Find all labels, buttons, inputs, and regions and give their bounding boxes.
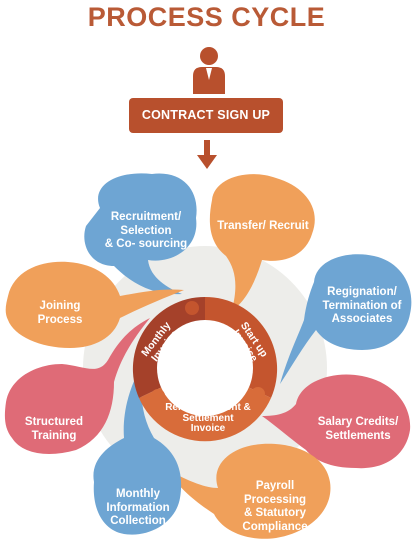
- cycle-graphic: [4, 173, 412, 539]
- page-title: PROCESS CYCLE: [87, 2, 326, 32]
- puzzle-center: [157, 320, 253, 416]
- stage-label-salary: Salary Credits/ Settlements: [317, 416, 399, 442]
- process-cycle-diagram: Recruitment/ Selection & Co- sourcing Tr…: [0, 170, 413, 552]
- bubble-salary: [262, 374, 411, 469]
- person-icon: [193, 47, 225, 94]
- stage-label-monthly-info: Monthly Information Collection: [106, 488, 170, 527]
- bubble-training: [4, 318, 151, 454]
- puzzle-ring: [132, 296, 278, 442]
- stage-label-resignation: Regignation/ Termination of Associates: [322, 286, 402, 325]
- bubble-recruitment: [84, 173, 197, 295]
- bubble-transfer: [209, 174, 315, 310]
- puzzle-tab: [251, 387, 265, 401]
- puzzle-tab: [185, 301, 199, 315]
- stage-label-recruitment: Recruitment/ Selection & Co- sourcing: [104, 211, 188, 250]
- stage-label-payroll: Payroll Processing & Statutory Complianc…: [242, 480, 308, 533]
- stage-label-training: Structured Training: [24, 416, 84, 442]
- bubble-joining: [5, 261, 185, 348]
- arrow-down-icon: [197, 140, 217, 169]
- stage-label-transfer: Transfer/ Recruit: [217, 220, 309, 232]
- puzzle-tab: [151, 389, 165, 403]
- puzzle-label-reimbursement-invoice: Reimbursement & Settlement Invoice: [165, 402, 251, 434]
- puzzle-piece-startup: [205, 296, 278, 398]
- puzzle-piece-monthly: [132, 296, 205, 398]
- bubble-resignation: [280, 254, 412, 384]
- bubble-payroll: [168, 443, 331, 539]
- stage-label-joining: Joining Process: [37, 300, 83, 326]
- contract-sign-up-box: CONTRACT SIGN UP: [129, 98, 283, 133]
- bubble-monthly-info: [93, 362, 182, 535]
